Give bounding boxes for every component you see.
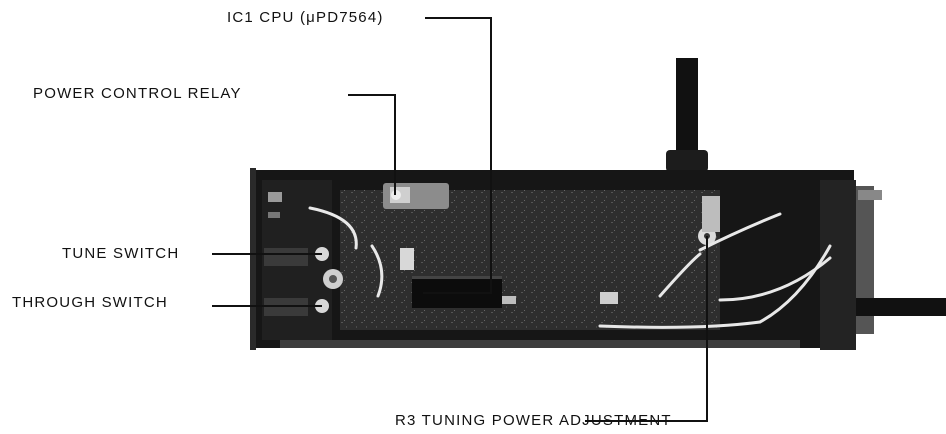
callout-r3-tuning-power-adjustment: R3 TUNING POWER ADJUSTMENT — [395, 412, 672, 429]
bottom-frame — [280, 340, 800, 348]
leader-cpu — [423, 17, 492, 294]
callout-tune-switch: TUNE SWITCH — [62, 245, 180, 262]
coax-cable-top — [676, 58, 698, 158]
leader-relay — [348, 94, 396, 195]
wire-bundle — [308, 206, 832, 329]
terminal-strip — [702, 196, 720, 232]
callout-cpu: IC1 CPU (μPD7564) — [227, 9, 384, 26]
callout-through-switch: THROUGH SWITCH — [12, 294, 168, 311]
coax-cable-right — [856, 298, 946, 316]
power-relay — [383, 183, 449, 209]
connector — [858, 190, 882, 200]
white-component — [500, 296, 516, 304]
white-component — [600, 292, 618, 304]
callout-power-control-relay: POWER CONTROL RELAY — [33, 85, 242, 102]
circuit-board — [340, 190, 720, 330]
white-component — [400, 248, 414, 270]
leader-r3 — [585, 236, 708, 422]
cable-grommet — [666, 150, 708, 172]
adjust-knob — [323, 269, 343, 289]
leader-lines — [212, 17, 708, 422]
